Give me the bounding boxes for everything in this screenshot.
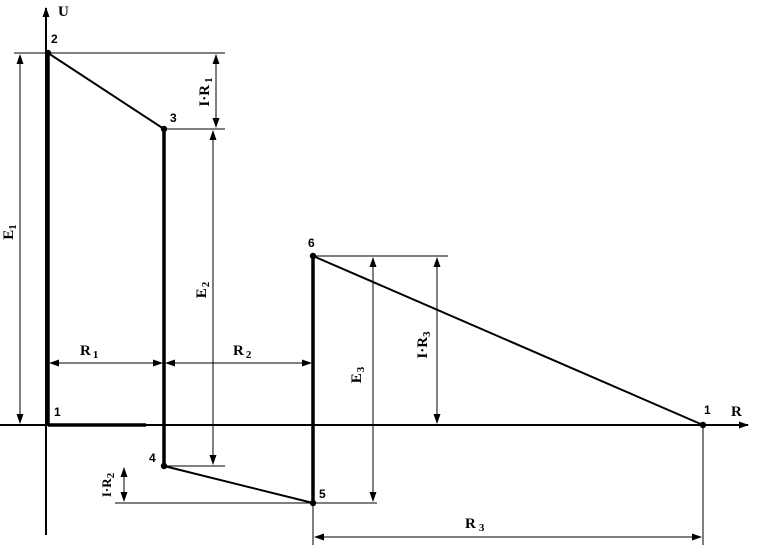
svg-text:E2: E2: [194, 281, 212, 298]
point-label-5: 5: [319, 487, 326, 501]
drop-r1: [47, 52, 165, 130]
label-ir3: I·R3: [415, 331, 433, 359]
point-label-4: 4: [149, 451, 156, 465]
r-axis-label: R: [731, 404, 742, 420]
label-e1: E1: [1, 224, 19, 240]
label-ir2: I·R2: [99, 472, 117, 497]
drop-r3: [312, 255, 704, 426]
label-e3: E3: [349, 366, 367, 383]
svg-text:I·R1: I·R1: [197, 77, 215, 106]
point-label-1: 1: [54, 405, 61, 419]
point-label-6: 6: [308, 236, 315, 250]
svg-text:E3: E3: [349, 366, 367, 383]
drop-r2: [163, 465, 314, 504]
label-e2: E2: [194, 281, 212, 298]
svg-text:I·R2: I·R2: [99, 472, 117, 497]
point-label-3: 3: [170, 111, 177, 125]
svg-text:I·R3: I·R3: [415, 331, 433, 359]
label-ir1: I·R1: [197, 77, 215, 106]
point-label-2: 2: [51, 32, 58, 46]
u-axis-label: U: [58, 4, 69, 20]
svg-text:E1: E1: [1, 224, 19, 240]
point-label-1-end: 1: [704, 403, 711, 417]
